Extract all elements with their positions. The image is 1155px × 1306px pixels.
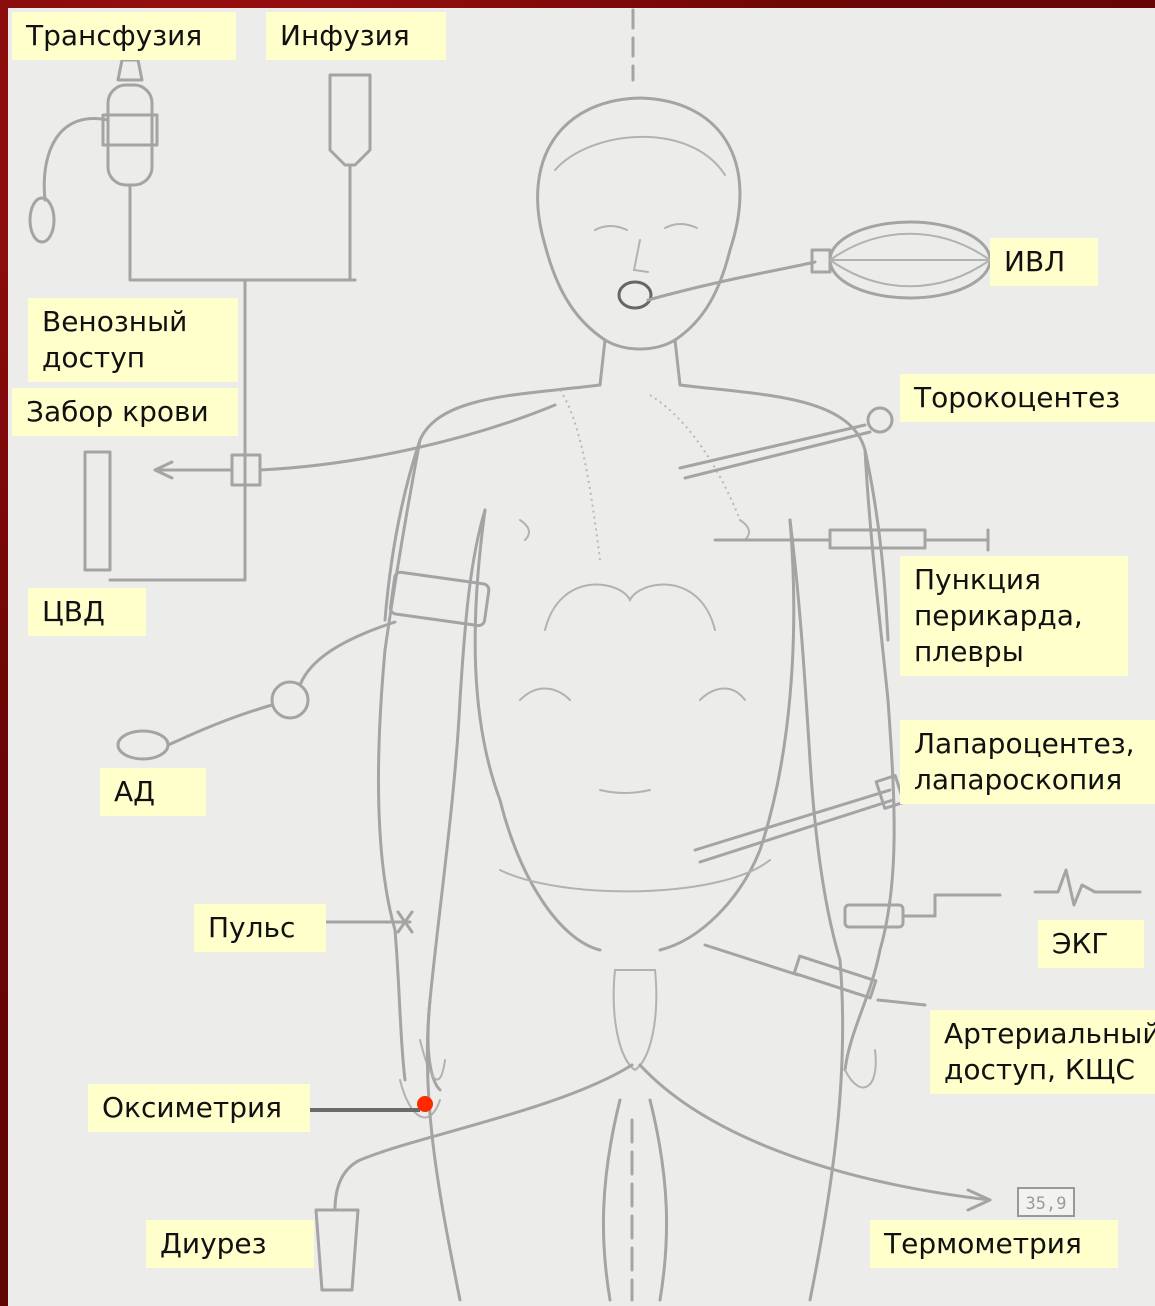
arterial-syringe xyxy=(705,945,925,1005)
laparocentesis-trocar xyxy=(695,776,904,862)
label-thoracocentesis: Торокоцентез xyxy=(900,374,1155,422)
label-ventilation: ИВЛ xyxy=(990,238,1098,286)
label-arterial-access: Артериальный доступ, КЩС xyxy=(930,1010,1155,1094)
label-venous-access: Венозный доступ xyxy=(28,298,238,382)
patient-legs xyxy=(427,960,842,1300)
thoracocentesis-needle xyxy=(680,408,892,478)
label-blood-sampling: Забор крови xyxy=(12,388,238,436)
label-ecg: ЭКГ xyxy=(1038,920,1144,968)
cvp-manometer xyxy=(85,452,110,570)
patient-arms xyxy=(378,440,894,1117)
patient-head xyxy=(538,98,740,385)
ventilation-bag xyxy=(648,222,990,300)
mouth-tube xyxy=(619,282,651,308)
patient-torso xyxy=(385,385,888,950)
label-pulse: Пульс xyxy=(194,904,326,952)
infusion-bottle xyxy=(330,75,370,280)
venous-catheter xyxy=(260,405,555,470)
label-infusion: Инфузия xyxy=(266,12,446,60)
oximetry-sensor xyxy=(417,1096,433,1112)
label-thermometry: Термометрия xyxy=(870,1220,1118,1268)
label-cvp: ЦВД xyxy=(28,588,146,636)
label-puncture: Пункция перикарда, плевры xyxy=(900,556,1128,676)
label-transfusion: Трансфузия xyxy=(12,12,236,60)
thermometer-reading: 35,9 xyxy=(1026,1194,1067,1214)
diagram-canvas: 35,9 Трансфузия Инфузия Венозный доступ … xyxy=(8,8,1155,1306)
urine-catheter xyxy=(316,1065,632,1290)
label-oximetry: Оксиметрия xyxy=(88,1084,310,1132)
label-diuresis: Диурез xyxy=(146,1220,314,1268)
label-blood-pressure: АД xyxy=(100,768,206,816)
transfusion-bottle xyxy=(30,60,355,280)
bp-cuff xyxy=(118,572,490,759)
puncture-syringe xyxy=(715,530,988,550)
blood-sampling-arrow xyxy=(155,462,232,478)
label-laparocentesis: Лапароцентез, лапароскопия xyxy=(900,720,1155,804)
